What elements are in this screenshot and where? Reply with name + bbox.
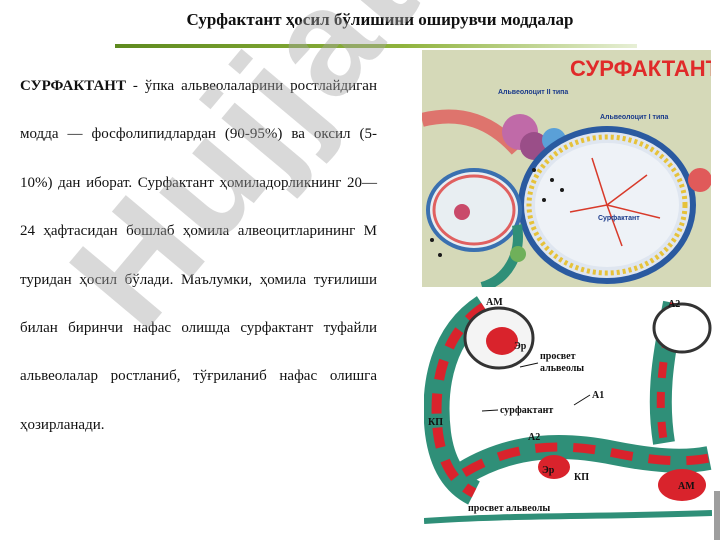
surfactant-diagram-svg: СУРФАКТАНТ Альвеолоцит (422, 50, 711, 287)
label-lumen-line1: просвет (540, 351, 576, 362)
slide-corner-tab (714, 491, 720, 540)
diagram-banner: СУРФАКТАНТ (570, 56, 711, 81)
label-surfactant: Сурфактант (598, 215, 640, 222)
label-type2-cell: Альвеолоцит II типа (498, 89, 568, 96)
label-kp-bottom: КП (574, 472, 589, 483)
label-kp-left: КП (428, 417, 443, 428)
body-paragraph: СУРФАКТАНТ - ўпка альвеолаларини ростлай… (20, 62, 377, 449)
body-definition: - ўпка альвеолаларини ростлайдиган модда… (20, 78, 377, 433)
alveoli-histology-image: АМ А2 Эр просвет альвеолы А1 КП сурфакта… (424, 293, 712, 525)
label-am-top: АМ (486, 297, 503, 308)
label-am-bottom: АМ (678, 481, 695, 492)
label-lumen-line2: альвеолы (540, 363, 584, 374)
label-a1: А1 (592, 390, 604, 401)
body-term: СУРФАКТАНТ (20, 78, 126, 94)
alveoli-histology-svg: АМ А2 Эр просвет альвеолы А1 КП сурфакта… (424, 293, 712, 525)
label-surfactant-histology: сурфактант (500, 405, 553, 416)
surfactant-diagram-image: СУРФАКТАНТ Альвеолоцит (422, 50, 711, 287)
label-ep-top: Эр (514, 341, 527, 352)
label-ep-bottom: Эр (542, 465, 555, 476)
slide-title: Сурфактант ҳосил бўлишини оширувчи модда… (186, 10, 574, 29)
label-lumen-bottom: просвет альвеолы (468, 503, 550, 514)
label-a2-mid: А2 (528, 432, 540, 443)
label-type1-cell: Альвеолоцит I типа (600, 114, 668, 121)
label-a2-top: А2 (668, 299, 680, 310)
title-underline (115, 44, 637, 48)
